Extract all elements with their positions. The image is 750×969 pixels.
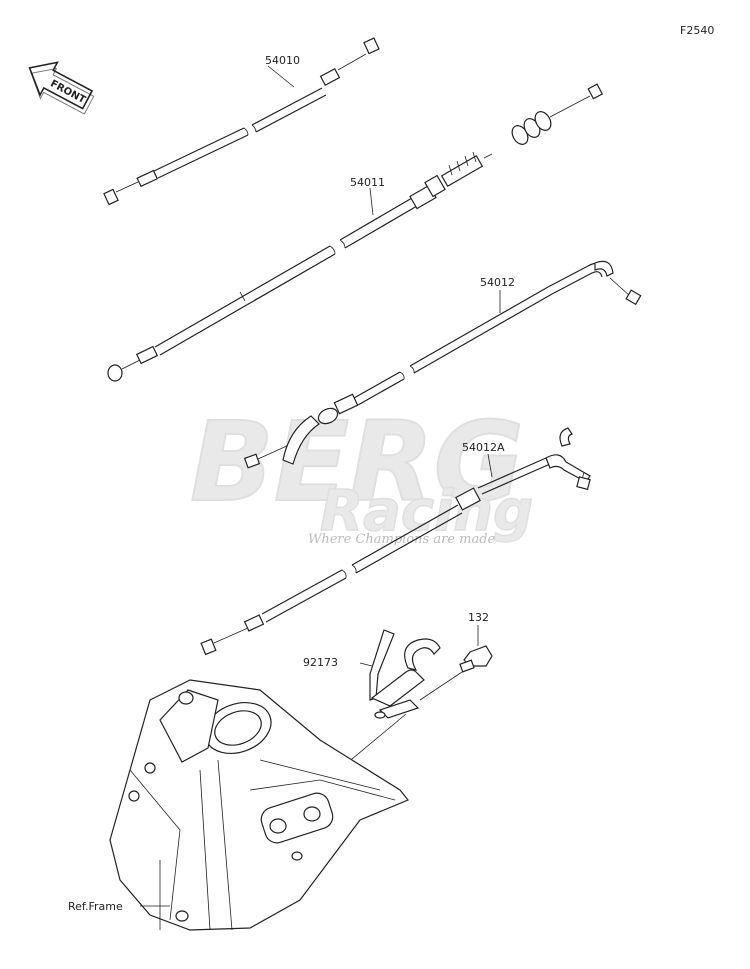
cable-54010 — [103, 37, 380, 206]
part-label-92173: 92173 — [303, 656, 338, 669]
part-label-54010: 54010 — [265, 54, 300, 67]
part-label-54012A: 54012A — [462, 441, 505, 454]
watermark: BERG Racing — [189, 397, 534, 545]
leader-bolt — [419, 671, 463, 701]
bolt-132 — [459, 625, 493, 673]
leader-bracket — [345, 713, 407, 765]
reference-label: Ref.Frame — [68, 900, 123, 913]
bracket-92173 — [359, 629, 441, 719]
cable-54012 — [243, 260, 642, 469]
part-label-132: 132 — [468, 611, 489, 624]
figure-code: F2540 — [680, 24, 714, 37]
cable-54011 — [107, 83, 604, 382]
frame-section — [109, 679, 409, 931]
watermark-tagline: Where Champions are made — [308, 532, 496, 547]
front-arrow-icon: FRONT — [28, 61, 95, 115]
part-label-54011: 54011 — [350, 176, 385, 189]
part-label-54012: 54012 — [480, 276, 515, 289]
cable-54012A — [200, 427, 591, 656]
